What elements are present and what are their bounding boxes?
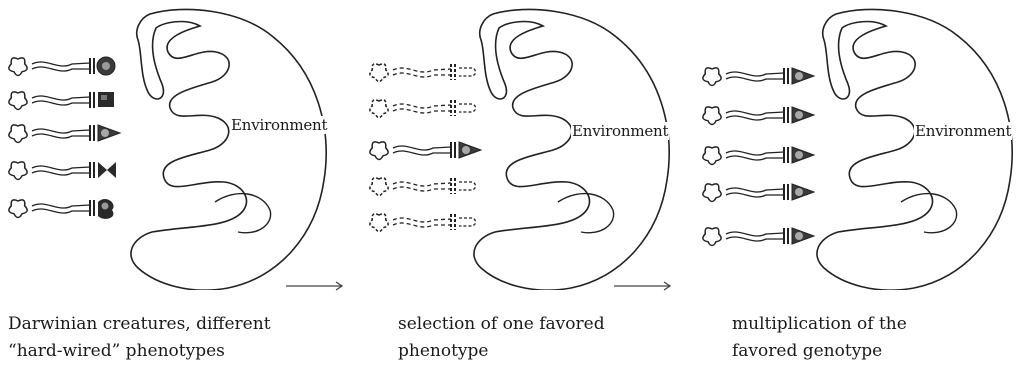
creature-stalk [393,182,451,186]
creature-key-highlight [795,188,803,196]
creature [370,142,481,160]
creature-stalk [393,151,451,155]
creature [9,57,115,76]
caption-multiplication: multiplication of the favored genotype [732,311,907,365]
caption-line: favored genotype [732,338,907,365]
creature-head [370,178,388,196]
creature-stalk [393,68,451,72]
creature-head [9,125,27,143]
panel-selection: Environment [343,0,686,290]
caption-selection: selection of one favored phenotype [398,311,605,365]
creature [370,64,476,82]
creature-stalk [32,67,90,71]
creature-stalk [393,146,451,150]
creature [9,92,114,110]
creature-head [703,107,721,125]
creature [9,125,120,143]
caption-line: selection of one favored [398,311,605,338]
creature-key [459,104,476,112]
environment-label: Environment [914,122,1012,140]
creature [703,228,814,246]
creature-stalk [726,72,784,76]
creature-stalk [393,73,451,77]
creature-key [98,162,116,178]
arrow-icon [284,279,346,293]
creature-stalk [32,101,90,105]
creature-stalk [393,218,451,222]
creature-head [703,68,721,86]
caption-line: phenotype [398,338,605,365]
creature-head [9,58,27,76]
creature-key [459,68,476,76]
creature-stalk [393,109,451,113]
creature [370,178,476,196]
creature-stalk [726,151,784,155]
creature-key [459,182,476,190]
creature-stalk [726,237,784,241]
creature-stalk [32,171,90,175]
creature-stalk [393,223,451,227]
creature-stalk [32,129,90,133]
creature-key-highlight [101,129,109,137]
creature-key [459,218,476,226]
creature-head [370,142,388,160]
creature-group [343,0,686,290]
creature-key-highlight [101,95,107,100]
creature-stalk [32,209,90,213]
creature-stalk [726,232,784,236]
creature-head [370,64,388,82]
creature-stalk [726,111,784,115]
panel-multiplication: Environment [686,0,1028,290]
creature-key-highlight [462,146,470,154]
panel-darwinian-creatures: Environment [0,0,343,290]
arrow-icon [612,279,674,293]
environment-label: Environment [230,116,328,134]
creature [703,184,814,202]
creature-stalk [32,166,90,170]
creature [703,68,814,86]
creature-stalk [726,77,784,81]
environment-label: Environment [571,122,669,140]
caption-line: “hard-wired” phenotypes [8,338,271,365]
creature-head [703,228,721,246]
creature [703,107,814,125]
creature-stalk [726,156,784,160]
creature-stalk [32,204,90,208]
creature [703,147,814,165]
creature [9,162,116,180]
creature-stalk [32,96,90,100]
creature-head [9,162,27,180]
creature-stalk [393,187,451,191]
creature-key-highlight [795,232,803,240]
caption-darwinian: Darwinian creatures, different “hard-wir… [8,311,271,365]
creature [370,214,476,232]
creature-stalk [726,188,784,192]
creature-key-highlight [102,203,109,210]
creature-group [686,0,1028,290]
creature-stalk [32,134,90,138]
creature-group [0,0,343,290]
creature-head [703,147,721,165]
creature-stalk [32,62,90,66]
creature-head [703,184,721,202]
creature-key-highlight [795,151,803,159]
creature-head [370,214,388,232]
creature-stalk [726,193,784,197]
creature-stalk [726,116,784,120]
creature-stalk [393,104,451,108]
caption-line: Darwinian creatures, different [8,311,271,338]
creature-head [370,100,388,118]
creature-key-highlight [795,72,803,80]
creature [370,100,476,118]
creature-head [9,200,27,218]
creature [9,199,114,219]
creature-head [9,92,27,110]
creature-key-highlight [795,111,803,119]
creature-key-highlight [102,62,110,70]
caption-line: multiplication of the [732,311,907,338]
